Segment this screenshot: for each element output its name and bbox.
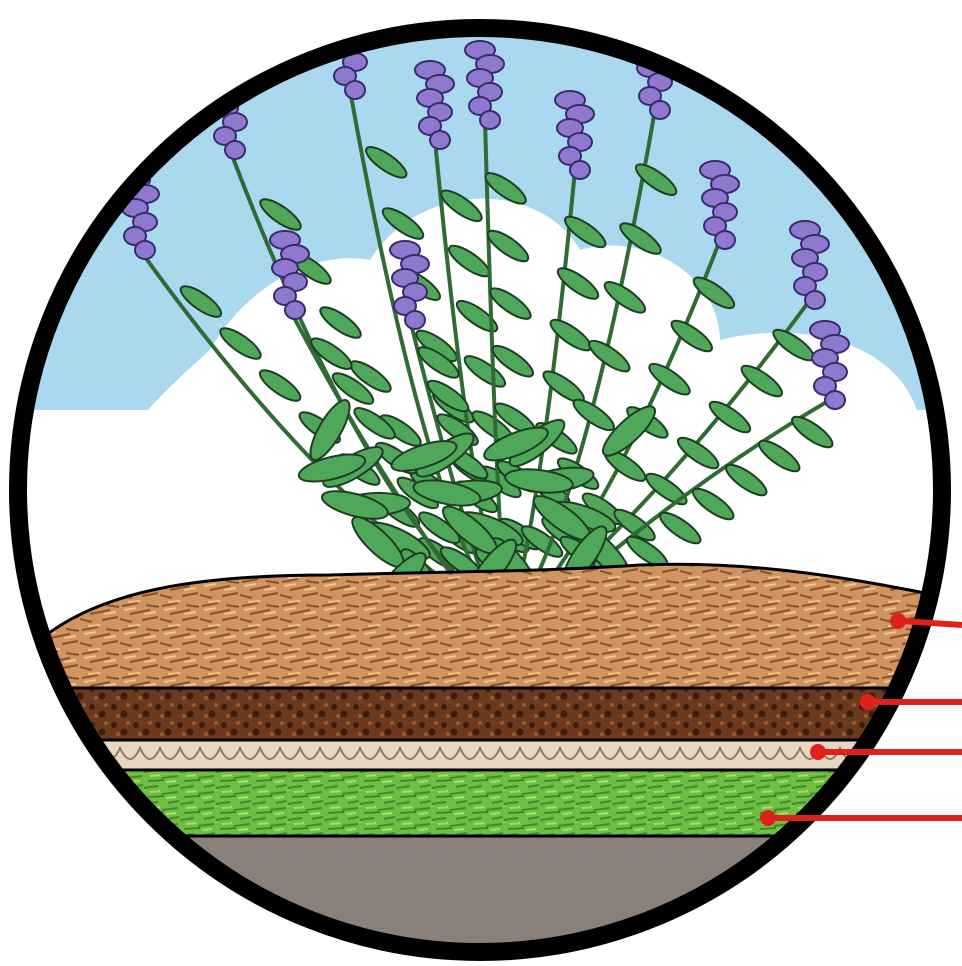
lavender-flower <box>135 241 155 259</box>
lavender-flower <box>345 81 365 99</box>
lavender-flower <box>825 391 845 409</box>
lavender-flower <box>635 31 665 49</box>
layer-compost <box>0 688 962 740</box>
lavender-flower <box>715 231 735 249</box>
layer-wood-chip-mulch <box>40 564 960 700</box>
lavender-flower <box>650 101 670 119</box>
lavender-flower <box>330 11 360 29</box>
lavender-flower <box>805 291 825 309</box>
lavender-flower <box>285 301 305 319</box>
lavender-flower <box>210 71 240 89</box>
lavender-flower <box>225 141 245 159</box>
lavender-flower <box>570 161 590 179</box>
lavender-flower <box>480 111 500 129</box>
lavender-flower <box>430 131 450 149</box>
lavender-flower <box>405 311 425 329</box>
